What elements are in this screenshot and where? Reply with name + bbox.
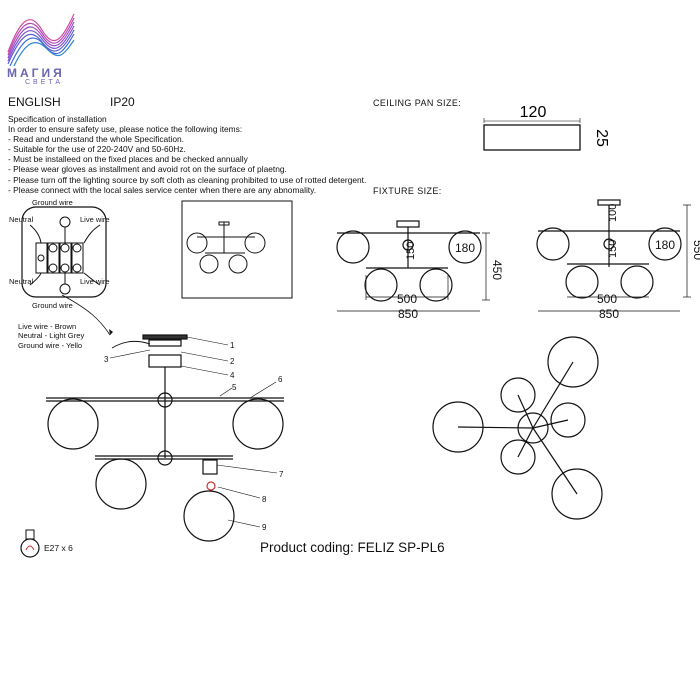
part-label-6: 6	[278, 375, 283, 384]
left-inner-width: 500	[397, 292, 417, 306]
ip-rating: IP20	[110, 95, 135, 109]
right-total-width: 850	[599, 307, 619, 321]
part-label-3: 3	[104, 355, 109, 364]
spec-line: Specification of installation	[8, 114, 107, 124]
part-label-4: 4	[230, 371, 235, 380]
legend-ground: Ground wire - Yello	[18, 340, 83, 350]
left-height: 450	[490, 260, 504, 280]
part-label-7: 7	[279, 470, 284, 479]
spec-line: In order to ensure safety use, please no…	[8, 124, 243, 135]
wire-color-legend: Live wire - Brown Neutral - Light Grey G…	[18, 322, 84, 350]
logo-wordmark: МАГИЯ	[7, 66, 65, 80]
left-total-width: 850	[398, 307, 418, 321]
product-coding: Product coding: FELIZ SP-PL6	[260, 540, 445, 555]
spec-line: - Suitable for the use of 220-240V and 5…	[8, 144, 186, 155]
lamp-count: E27 x 6	[44, 543, 73, 553]
ceiling-pan-width: 120	[520, 104, 547, 121]
wiring-live-bottom: Live wire	[80, 277, 110, 286]
left-globe-size: 180	[455, 241, 475, 255]
spec-line: - Read and understand the whole Specific…	[8, 134, 184, 145]
wiring-ground-bottom: Ground wire	[32, 301, 73, 310]
wiring-ground-top: Ground wire	[32, 198, 73, 207]
ceiling-pan-height: 25	[593, 129, 610, 147]
spec-line: - Please connect with the local sales se…	[8, 184, 317, 195]
right-stem-size: 150	[607, 240, 619, 258]
spec-line: - Please turn off the lighting source by…	[8, 174, 367, 185]
wiring-neutral-top: Neutral	[9, 215, 34, 224]
right-inner-width: 500	[597, 292, 617, 306]
fixture-size-title: FIXTURE SIZE:	[373, 186, 442, 196]
right-height: 550	[691, 240, 700, 260]
legend-live: Live wire - Brown	[18, 322, 77, 331]
part-label-2: 2	[230, 357, 235, 366]
language-label: ENGLISH	[8, 95, 61, 109]
installation-spec: Specification of installation In order t…	[8, 114, 366, 195]
spec-line: - Must be installeed on the fixed places…	[8, 154, 248, 165]
right-top-size: 100	[607, 204, 619, 222]
part-label-9: 9	[262, 523, 267, 532]
part-label-1: 1	[230, 341, 235, 350]
left-stem-size: 150	[405, 242, 417, 260]
wiring-neutral-bottom: Neutral	[9, 277, 34, 286]
part-label-8: 8	[262, 495, 267, 504]
ceiling-pan-title: CEILING PAN SIZE:	[373, 98, 462, 108]
spec-line: - Please wear gloves as installment and …	[8, 164, 287, 175]
part-label-5: 5	[232, 383, 237, 392]
right-globe-size: 180	[655, 238, 675, 252]
wiring-live-top: Live wire	[80, 215, 110, 224]
logo-subtitle: СВЕТА	[25, 79, 64, 86]
legend-neutral: Neutral - Light Grey	[18, 331, 85, 341]
